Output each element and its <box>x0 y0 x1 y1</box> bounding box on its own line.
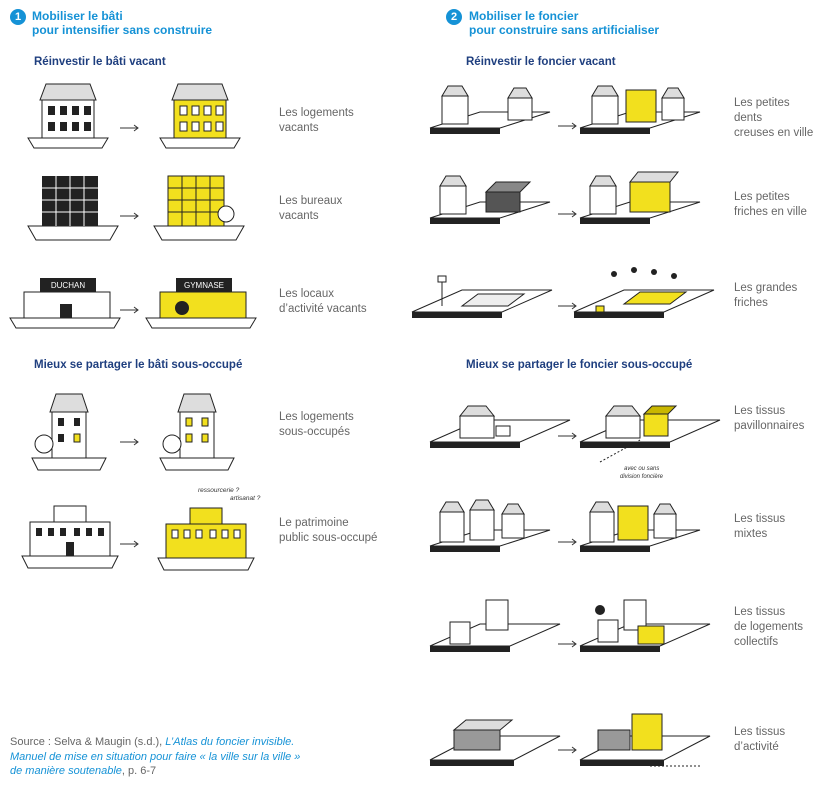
label-line: collectifs <box>734 636 779 648</box>
section-title-1: Mobiliser le bâti pour intensifier sans … <box>32 9 212 37</box>
label-line: mixtes <box>734 528 768 540</box>
bubble-artisanat: artisanat ? <box>230 495 261 502</box>
section-title-2-line1: Mobiliser le foncier <box>469 9 579 23</box>
label-grandes-friches: Les grandes friches <box>734 281 797 311</box>
bubble-ressourcerie: ressourcerie ? <box>198 487 240 494</box>
section-title-1-line2: pour intensifier sans construire <box>32 23 213 37</box>
illustration-gymnasium: GYMNASE <box>145 278 257 329</box>
note-division-1: avec ou sans <box>624 466 659 472</box>
illustration-mixte-before <box>429 499 551 552</box>
illustration-dent-creuse-after <box>579 85 701 134</box>
arrow-icon <box>120 438 139 446</box>
label-line: Les tissus <box>734 405 786 417</box>
label-logements-vacants: Les logements vacants <box>279 106 354 136</box>
label-tissus-activite: Les tissus d’activité <box>734 725 785 755</box>
label-line: Les tissus <box>734 513 786 525</box>
label-line: sous-occupés <box>279 426 350 438</box>
label-tissus-collectifs: Les tissus de logements collectifs <box>734 605 803 650</box>
illustration-office-reused <box>153 175 245 241</box>
illustration-grande-friche-before <box>411 275 553 318</box>
arrow-icon <box>558 210 577 218</box>
illustration-collectif-after <box>579 599 711 652</box>
source-suffix: , p. 6-7 <box>121 765 157 777</box>
illustration-public-building <box>21 505 119 569</box>
label-line: Les logements <box>279 411 354 423</box>
label-line: de logements <box>734 621 804 633</box>
illustration-dent-creuse-before <box>429 85 551 134</box>
label-bureaux-vacants: Les bureaux vacants <box>279 194 342 224</box>
arrow-icon <box>558 538 577 546</box>
arrow-icon <box>120 306 139 314</box>
illustration-mixte-after <box>579 501 701 552</box>
label-line: public sous-occupé <box>279 532 378 544</box>
label-line: vacants <box>279 210 319 222</box>
label-locaux-activite: Les locaux d’activité vacants <box>279 287 367 317</box>
source-title: L’Atlas du foncier invisible. <box>165 736 295 748</box>
label-line: Le patrimoine <box>279 517 349 529</box>
arrow-icon <box>120 212 139 220</box>
illustration-petite-friche-after <box>579 171 701 224</box>
illustration-activite-before <box>429 719 561 766</box>
sign-gymnase: GYMNASE <box>184 281 224 290</box>
label-patrimoine-public: Le patrimoine public sous-occupé <box>279 516 377 546</box>
subheading-foncier-sous-occupe: Mieux se partager le foncier sous-occupé <box>466 359 693 371</box>
label-dents-creuses: Les petites dents creuses en ville <box>734 96 817 141</box>
illustration-house-occupied <box>159 83 241 149</box>
section-title-2: Mobiliser le foncier pour construire san… <box>469 9 659 37</box>
arrow-icon <box>558 640 577 648</box>
illustration-petite-friche-before <box>429 175 551 224</box>
illustration-house-shared <box>159 393 235 471</box>
arrow-icon <box>558 122 577 130</box>
section-title-2-line2: pour construire sans artificialiser <box>469 23 660 37</box>
label-line: Les tissus <box>734 726 786 738</box>
illustration-store-vacant: DUCHAN <box>9 278 121 329</box>
label-line: Les petites <box>734 191 790 203</box>
label-line: vacants <box>279 122 319 134</box>
label-line: pavillonnaires <box>734 420 805 432</box>
section-number-2: 2 <box>446 9 462 25</box>
label-tissus-pavillonnaires: Les tissus pavillonnaires <box>734 404 804 434</box>
label-line: Les petites dents <box>734 97 790 124</box>
sign-duchan: DUCHAN <box>51 281 85 290</box>
label-line: Les locaux <box>279 288 334 300</box>
source-subtitle: Manuel de mise en situation pour faire «… <box>10 750 301 763</box>
illustration-office-vacant <box>27 176 119 241</box>
label-line: Les tissus <box>734 606 786 618</box>
source-citation: Source : Selva & Maugin (s.d.), L’Atlas … <box>10 735 340 779</box>
label-line: d’activité vacants <box>279 303 367 315</box>
arrow-icon <box>120 540 139 548</box>
label-line: friches en ville <box>734 206 807 218</box>
subheading-foncier-vacant: Réinvestir le foncier vacant <box>466 56 616 68</box>
illustration-public-building-shared: ressourcerie ? artisanat ? <box>157 487 261 571</box>
illustration-house-underused <box>31 393 107 471</box>
label-line: friches <box>734 297 768 309</box>
label-tissus-mixtes: Les tissus mixtes <box>734 512 785 542</box>
label-line: Les bureaux <box>279 195 343 207</box>
source-prefix: Source : Selva & Maugin (s.d.), <box>10 736 166 748</box>
label-logements-sous-occupes: Les logements sous-occupés <box>279 410 354 440</box>
arrow-icon <box>558 432 577 440</box>
label-line: Les grandes <box>734 282 798 294</box>
section-title-1-line1: Mobiliser le bâti <box>32 9 123 23</box>
arrow-icon <box>120 124 139 132</box>
label-line: creuses en ville <box>734 127 814 139</box>
subheading-bati-sous-occupe: Mieux se partager le bâti sous-occupé <box>34 359 243 371</box>
illustration-pavillonnaire-after: avec ou sans division foncière <box>579 405 721 480</box>
note-division-2: division foncière <box>620 474 664 480</box>
illustration-grande-friche-after <box>573 267 715 318</box>
illustration-house-vacant <box>27 83 109 149</box>
illustration-activite-after <box>579 713 711 767</box>
section-number-1: 1 <box>10 9 26 25</box>
subheading-bati-vacant: Réinvestir le bâti vacant <box>34 56 166 68</box>
label-line: d’activité <box>734 741 779 753</box>
arrow-icon <box>558 746 577 754</box>
label-line: Les logements <box>279 107 354 119</box>
illustration-collectif-before <box>429 599 561 652</box>
illustration-pavillonnaire-before <box>429 405 571 448</box>
label-petites-friches: Les petites friches en ville <box>734 190 807 220</box>
source-subtitle-end: de manière soutenable <box>10 765 122 777</box>
arrow-icon <box>558 302 577 310</box>
